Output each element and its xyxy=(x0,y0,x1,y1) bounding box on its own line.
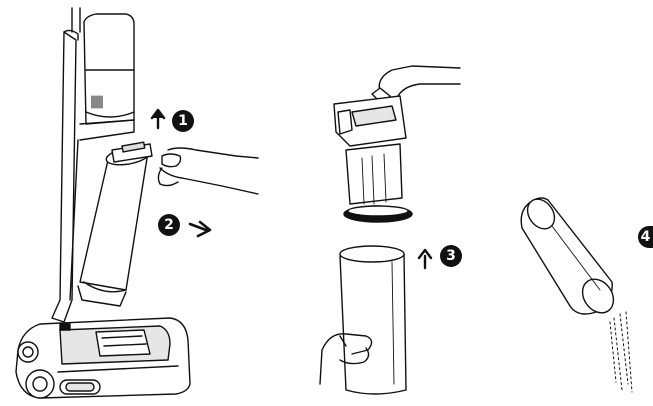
up-arrow-icon xyxy=(419,250,431,268)
emptying-cup-drawing xyxy=(521,194,632,392)
step-badge: 4 xyxy=(638,226,653,248)
up-arrow-icon xyxy=(152,110,164,128)
step-badge: 2 xyxy=(158,214,180,236)
vacuum-cleaner-drawing xyxy=(16,8,258,398)
right-arrow-icon xyxy=(190,222,210,236)
step-badge: 3 xyxy=(440,245,462,267)
cyclone-unit-drawing xyxy=(320,66,460,394)
step-badge: 1 xyxy=(172,110,194,132)
